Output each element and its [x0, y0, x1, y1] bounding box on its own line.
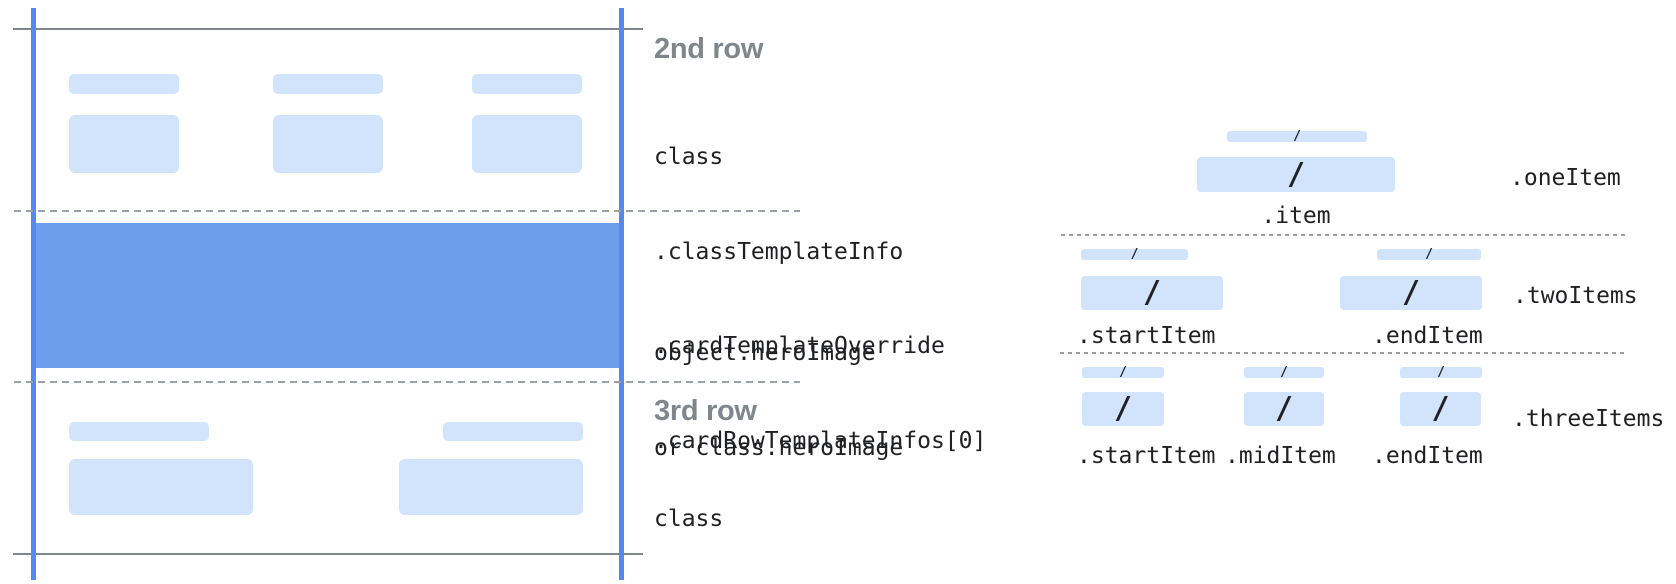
item-field-label: .item: [1261, 203, 1331, 229]
two-items-end-label-bar: /: [1377, 247, 1481, 262]
slash-placeholder-glyph: /: [1142, 275, 1162, 310]
slash-placeholder-glyph: /: [1437, 365, 1445, 380]
row2-hero-separator-dashed-line: [14, 210, 800, 212]
two-items-start-value-bar: /: [1081, 276, 1223, 310]
slash-placeholder-glyph: /: [1401, 275, 1421, 310]
heading-3rd-row: 3rd row: [654, 395, 757, 427]
mid-item-field-label: .midItem: [1225, 443, 1336, 469]
code-path-hero-image: object.heroImage or class.heroImage: [654, 275, 903, 527]
slash-placeholder-glyph: /: [1286, 156, 1306, 192]
slash-placeholder-glyph: /: [1425, 247, 1433, 262]
hero-image-band: [36, 223, 619, 368]
heading-2nd-row: 2nd row: [654, 33, 764, 65]
slash-placeholder-glyph: /: [1274, 391, 1294, 426]
code-line: .classTemplateInfo: [654, 238, 904, 265]
row2-col1-value-placeholder: [69, 115, 179, 173]
card-right-guide-line: [619, 8, 624, 580]
row3-col2-label-placeholder: [443, 422, 583, 441]
three-items-layout-label: .threeItems: [1512, 406, 1665, 432]
slash-placeholder-glyph: /: [1280, 365, 1288, 380]
code-path-row3: class .classTemplateInfo .cardTemplateOv…: [654, 441, 986, 584]
two-three-separator-dashed-line: [1060, 352, 1627, 354]
slash-placeholder-glyph: /: [1119, 365, 1127, 380]
slash-placeholder-glyph: /: [1293, 129, 1301, 144]
row2-col2-value-placeholder: [273, 115, 383, 173]
three-items-start-label-bar: /: [1082, 365, 1164, 380]
row2-col2-label-placeholder: [273, 74, 383, 94]
slash-placeholder-glyph: /: [1130, 247, 1139, 262]
three-items-mid-value-bar: /: [1244, 392, 1324, 426]
one-item-layout-label: .oneItem: [1510, 165, 1621, 191]
three-items-end-value-bar: /: [1400, 392, 1481, 426]
two-items-start-label-bar: /: [1081, 247, 1188, 262]
code-path-row2: class .classTemplateInfo .cardTemplateOv…: [654, 79, 986, 520]
row3-col1-label-placeholder: [69, 422, 209, 441]
start-item-field-label: .startItem: [1077, 323, 1216, 349]
slash-placeholder-glyph: /: [1431, 391, 1450, 426]
code-line: class: [654, 144, 724, 170]
code-line: object.heroImage: [654, 340, 876, 366]
row2-col3-value-placeholder: [472, 115, 582, 173]
start-item-field-label: .startItem: [1077, 443, 1216, 469]
two-items-end-value-bar: /: [1340, 276, 1482, 310]
end-item-field-label: .endItem: [1372, 323, 1483, 349]
row3-col2-value-placeholder: [399, 459, 583, 515]
one-two-separator-dashed-line: [1061, 234, 1628, 236]
card-left-guide-line: [31, 8, 36, 580]
row3-col1-value-placeholder: [69, 459, 253, 515]
row2-col1-label-placeholder: [69, 74, 179, 94]
end-item-field-label: .endItem: [1372, 443, 1483, 469]
code-line: .cardTemplateOverride: [654, 333, 945, 359]
slash-placeholder-glyph: /: [1113, 391, 1133, 426]
code-line: .cardRowTemplateInfos[0]: [654, 427, 987, 454]
three-items-mid-label-bar: /: [1244, 365, 1324, 380]
row2-col3-label-placeholder: [472, 74, 582, 94]
code-line: or class.heroImage: [654, 434, 904, 461]
three-items-start-value-bar: /: [1082, 392, 1164, 426]
two-items-layout-label: .twoItems: [1513, 283, 1638, 309]
one-item-value-bar: /: [1197, 157, 1395, 192]
three-items-end-label-bar: /: [1400, 365, 1482, 380]
card-top-boundary-line: [13, 28, 643, 30]
card-bottom-boundary-line: [13, 553, 643, 555]
one-item-label-bar: /: [1227, 129, 1367, 144]
code-line: class: [654, 506, 724, 532]
hero-row3-separator-dashed-line: [14, 381, 800, 383]
